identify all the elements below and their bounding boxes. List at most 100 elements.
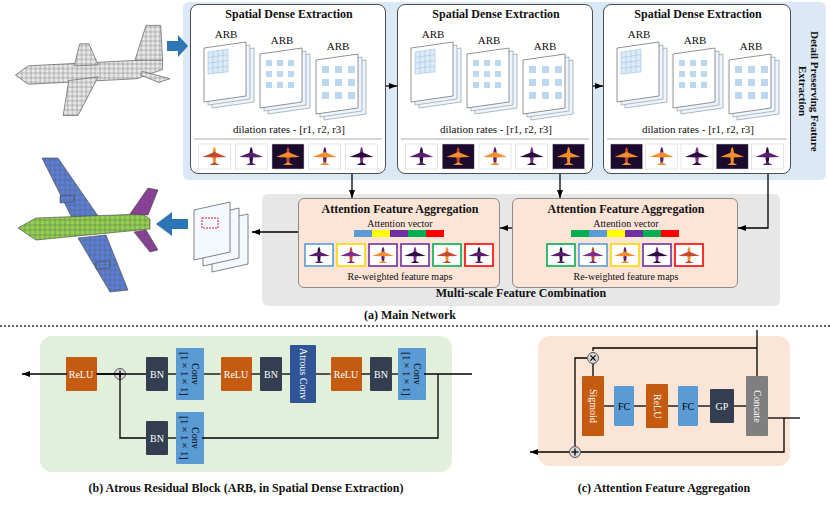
block-label: Sigmoid (588, 379, 599, 433)
response-map (405, 144, 437, 169)
voxel-texture (134, 230, 158, 252)
panel-text: Attention vector (593, 218, 658, 229)
thumb-plane (692, 162, 702, 165)
thumb-plane (653, 260, 662, 263)
response-map (479, 144, 511, 169)
bn-block: BN (146, 421, 168, 455)
thumb-plane (622, 162, 632, 165)
thumb-plane (557, 152, 581, 158)
text-holder: Atrous Conv (290, 345, 316, 403)
response-map (309, 144, 341, 169)
text-holder: Detail Preserving Feature Extraction (795, 10, 823, 172)
response-map (235, 144, 267, 169)
caption-label: (a) Main Network (364, 309, 456, 322)
thumb-plane (453, 162, 463, 165)
voxel-texture (140, 71, 169, 82)
receptive-field (415, 49, 435, 74)
thumb-plane (246, 162, 256, 165)
fc-block: FC (678, 386, 698, 426)
fc-block: FC (614, 386, 634, 426)
panel-heading: Attention Feature Aggregation (322, 203, 479, 216)
reweighted-map (611, 244, 639, 266)
panel-heading: Multi-scale Feature Combination (436, 287, 606, 300)
separator-line (401, 139, 589, 140)
text-holder: dilation rates - [r1, r2, r3] (191, 123, 387, 135)
feature-sheet (260, 48, 302, 108)
block-label: FC (618, 401, 630, 412)
residual-block-panel: (b) Atrous Residual Block (ARB, in Spati… (40, 336, 452, 472)
grid-line (621, 60, 641, 63)
thumb-plane (646, 251, 668, 256)
connector (168, 437, 176, 438)
separator-line (607, 139, 787, 140)
grid-line (641, 49, 642, 72)
panel-text: Re-weighted feature maps (574, 271, 679, 282)
text-holder: FC (678, 386, 698, 426)
thumb-plane (720, 152, 744, 158)
block-label: ReLU (69, 369, 93, 380)
thumb-plane (276, 152, 300, 158)
attention-cell (625, 230, 643, 237)
panel-text: ARB (534, 40, 557, 52)
block-label: ReLU (334, 369, 358, 380)
thumb-plane (727, 162, 737, 165)
text-holder: GP (710, 389, 734, 423)
thumb-plane (443, 260, 452, 263)
thumb-plane (615, 152, 639, 158)
thumb-plane (239, 152, 263, 158)
receptive-field (621, 49, 641, 74)
thumb-plane (446, 152, 470, 158)
response-map (346, 144, 378, 169)
connector (351, 174, 352, 198)
operator-circle (570, 447, 581, 458)
text-holder: ARB (206, 28, 246, 40)
dilated-kernel (335, 79, 342, 86)
dilated-kernel (288, 60, 294, 66)
block-label: Conv [1×1×1] (179, 351, 201, 397)
voxel-texture (130, 188, 158, 215)
feature-sheet (673, 48, 715, 108)
conv-block: Conv [1×1×1] (176, 348, 204, 400)
grid-line (208, 66, 228, 68)
thumb-plane (379, 260, 388, 263)
voxel-part (135, 25, 163, 60)
connector (316, 373, 331, 374)
panel-heading: Attention Feature Aggregation (548, 203, 705, 216)
text-holder: ARB (619, 28, 659, 40)
shortcut-line (202, 374, 438, 438)
receptive-field (208, 49, 228, 74)
block-label: Concate (752, 379, 763, 433)
text-holder: Spatial Dense Extraction (604, 8, 792, 21)
text-holder: Attention vector (299, 218, 501, 229)
text-holder: ReLU (66, 357, 97, 391)
connector (252, 373, 261, 374)
dilated-kernel (761, 79, 768, 86)
dilated-kernel (288, 71, 294, 77)
connector-layer (97, 86, 769, 438)
times-stroke (590, 355, 595, 360)
thumb-plane (557, 260, 566, 263)
block-label: BN (374, 369, 388, 380)
segmented-part (78, 235, 128, 292)
panel-heading: Detail Preserving Feature Extraction (797, 12, 821, 170)
text-holder: (a) Main Network (260, 309, 560, 322)
feature-sheet (316, 54, 358, 114)
grid-line (621, 66, 641, 68)
dilated-kernel (761, 66, 768, 73)
response-map (681, 144, 713, 169)
dilated-kernel (679, 82, 685, 88)
dilated-kernel (495, 60, 501, 66)
dilated-kernel (484, 60, 490, 66)
dilated-kernel (735, 79, 742, 86)
block-label: GP (716, 401, 729, 412)
thumb-plane (409, 152, 433, 158)
dilated-kernel (529, 66, 536, 73)
voxel-texture (60, 195, 74, 203)
segmented-part (42, 158, 98, 218)
dilated-kernel (542, 66, 549, 73)
thumb-plane (483, 152, 507, 158)
connector (392, 373, 398, 374)
concate-block: Concate (746, 376, 768, 436)
dilated-kernel (473, 82, 479, 88)
